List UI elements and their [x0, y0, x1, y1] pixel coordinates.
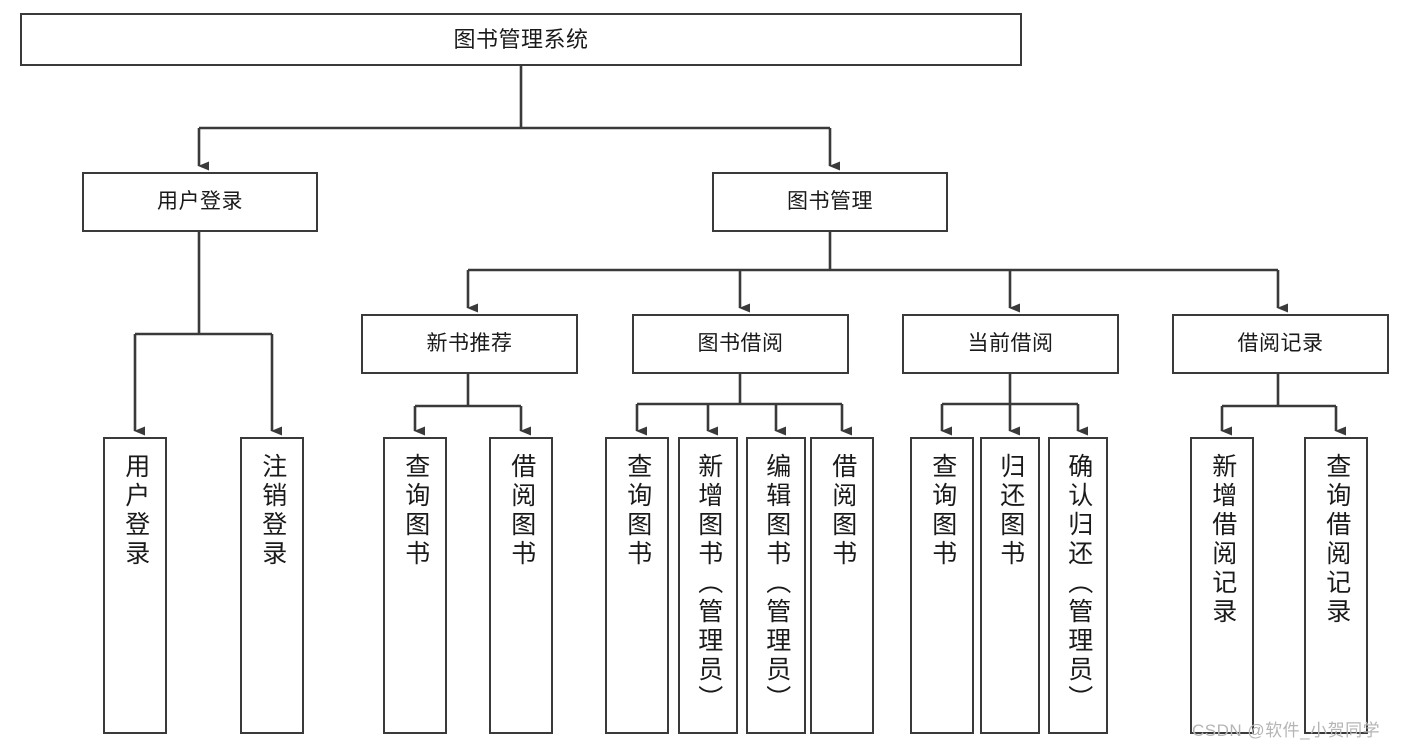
node-leaf-query-book-1[interactable]: 查询图书 — [383, 437, 447, 734]
node-leaf-add-record[interactable]: 新增借阅记录 — [1190, 437, 1254, 734]
node-new-book-recommend[interactable]: 新书推荐 — [361, 314, 578, 374]
node-leaf-edit-book[interactable]: 编辑图书（管理员） — [746, 437, 806, 734]
node-book-borrow[interactable]: 图书借阅 — [632, 314, 849, 374]
node-leaf-borrow-book-2-label: 借阅图书 — [828, 453, 857, 569]
node-leaf-confirm-return[interactable]: 确认归还（管理员） — [1048, 437, 1108, 734]
node-leaf-user-login-label: 用户登录 — [121, 453, 150, 569]
node-borrow-record-label: 借阅记录 — [1237, 331, 1324, 355]
node-book-borrow-label: 图书借阅 — [697, 331, 784, 355]
node-leaf-return-book-label: 归还图书 — [996, 453, 1025, 569]
node-leaf-add-book[interactable]: 新增图书（管理员） — [678, 437, 738, 734]
node-leaf-query-record-label: 查询借阅记录 — [1322, 453, 1351, 627]
node-leaf-query-book-3[interactable]: 查询图书 — [910, 437, 974, 734]
node-user-login-label: 用户登录 — [157, 189, 243, 213]
node-leaf-user-login[interactable]: 用户登录 — [103, 437, 167, 734]
node-leaf-query-book-1-label: 查询图书 — [401, 453, 430, 569]
node-new-book-recommend-label: 新书推荐 — [426, 331, 513, 355]
watermark: CSDN @软件_小贺同学 — [1192, 721, 1381, 740]
node-leaf-query-book-3-label: 查询图书 — [928, 453, 957, 569]
node-leaf-query-record[interactable]: 查询借阅记录 — [1304, 437, 1368, 734]
node-leaf-borrow-book-1[interactable]: 借阅图书 — [489, 437, 553, 734]
node-leaf-borrow-book-1-label: 借阅图书 — [507, 453, 536, 569]
node-leaf-query-book-2-label: 查询图书 — [623, 453, 652, 569]
node-leaf-query-book-2[interactable]: 查询图书 — [605, 437, 669, 734]
node-leaf-borrow-book-2[interactable]: 借阅图书 — [810, 437, 874, 734]
node-leaf-return-book[interactable]: 归还图书 — [980, 437, 1040, 734]
node-borrow-record[interactable]: 借阅记录 — [1172, 314, 1389, 374]
node-root[interactable]: 图书管理系统 — [20, 13, 1022, 66]
node-root-label: 图书管理系统 — [453, 26, 589, 52]
node-current-borrow-label: 当前借阅 — [967, 331, 1054, 355]
node-leaf-add-record-label: 新增借阅记录 — [1208, 453, 1237, 627]
node-book-manage[interactable]: 图书管理 — [712, 172, 948, 232]
node-user-login[interactable]: 用户登录 — [82, 172, 318, 232]
node-leaf-logout[interactable]: 注销登录 — [240, 437, 304, 734]
node-leaf-confirm-return-label: 确认归还（管理员） — [1064, 453, 1093, 714]
node-leaf-edit-book-label: 编辑图书（管理员） — [762, 453, 791, 714]
node-book-manage-label: 图书管理 — [787, 189, 873, 213]
node-current-borrow[interactable]: 当前借阅 — [902, 314, 1119, 374]
node-leaf-add-book-label: 新增图书（管理员） — [694, 453, 723, 714]
node-leaf-logout-label: 注销登录 — [258, 453, 287, 569]
